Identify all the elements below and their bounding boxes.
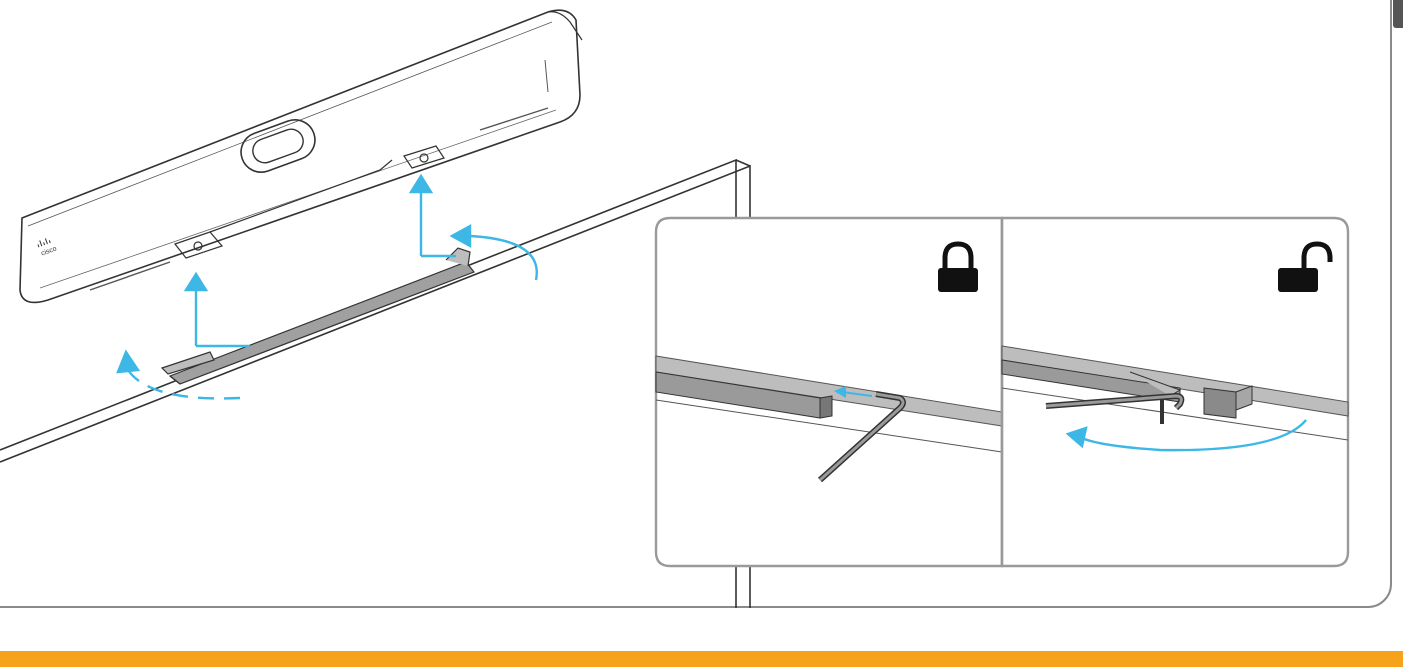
illustration-frame [0, 0, 1392, 608]
video-bar-device: cisco [19, 9, 583, 304]
detail-panel-locked [654, 216, 1004, 568]
hex-key-unlocked [1045, 393, 1185, 424]
lift-arrow-left [183, 271, 250, 348]
rotate-arrow-unlocked [1065, 419, 1307, 452]
corner-tab [1393, 0, 1403, 28]
rotate-arrow-right [449, 223, 538, 281]
hex-key-locked [817, 391, 906, 483]
camera-lens [240, 119, 316, 173]
device-mount-left [174, 159, 393, 259]
footer-accent-bar [0, 651, 1403, 667]
rotate-arrow-left [116, 349, 241, 400]
padlock-open-icon [1278, 241, 1333, 292]
detail-panel-unlocked [1000, 216, 1350, 568]
mount-bracket [160, 247, 475, 385]
lift-arrow-right [408, 173, 456, 258]
device-mount-right [403, 145, 445, 169]
padlock-closed-icon [938, 241, 978, 292]
